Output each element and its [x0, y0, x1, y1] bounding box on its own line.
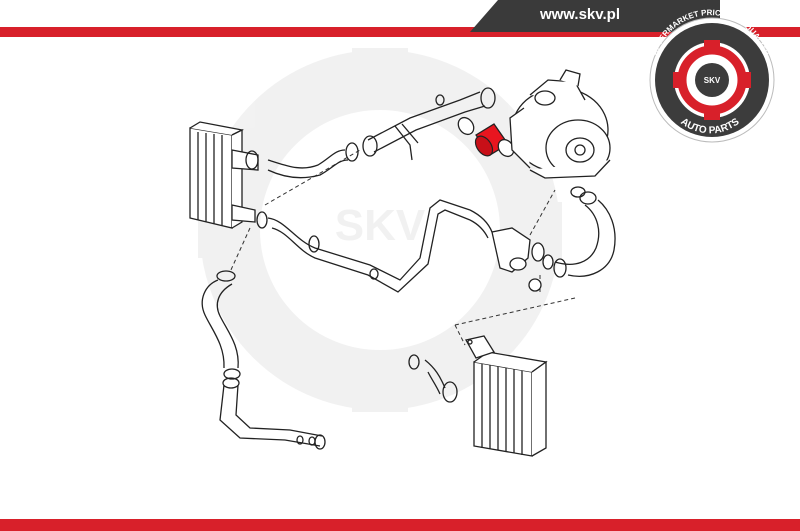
- left-intercooler: [189, 121, 259, 229]
- watermark-gear-icon: SKV: [198, 48, 562, 412]
- website-tab: www.skv.pl: [470, 0, 720, 32]
- watermark-text: SKV: [335, 201, 426, 250]
- valve-assembly: [491, 227, 554, 292]
- seal-center-text: SKV: [704, 76, 721, 85]
- right-intercooler: [465, 335, 548, 457]
- upper-intercooler-hose: [245, 142, 359, 179]
- top-red-bar: [0, 27, 800, 37]
- upper-pipe: [362, 87, 496, 161]
- highlighted-hose: [457, 116, 515, 158]
- middle-pipe: [256, 199, 493, 293]
- lower-left-pipe: [219, 377, 326, 450]
- right-curved-hose: [553, 186, 616, 278]
- lower-left-hose: [201, 270, 241, 380]
- website-url: www.skv.pl: [539, 6, 620, 23]
- bottom-red-bar: [0, 519, 800, 531]
- turbocharger: [509, 69, 611, 179]
- lower-right-hose: [408, 354, 458, 403]
- skv-seal-logo: AFTERMARKET PRICE - OE QUALITY AUTO PART…: [649, 8, 775, 143]
